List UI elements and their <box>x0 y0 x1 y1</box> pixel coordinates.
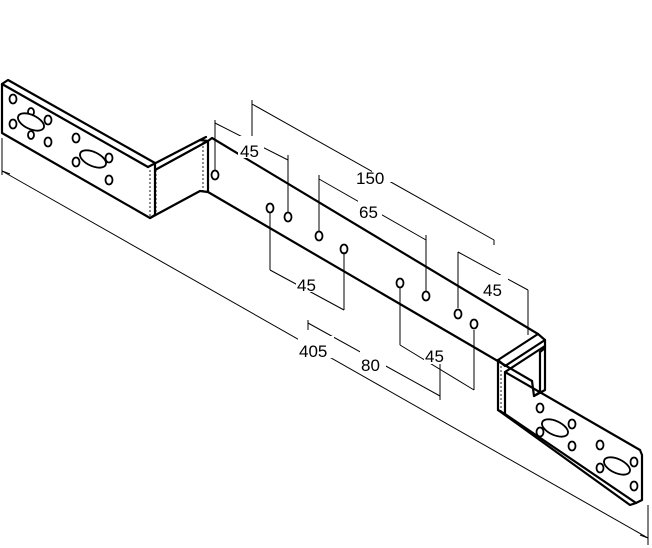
left-step-outline <box>146 138 210 220</box>
dim-45-upper-right-label: 45 <box>483 281 502 300</box>
dim-45-top-left-label: 45 <box>240 142 259 161</box>
left-slot-hole-1 <box>17 112 45 132</box>
right-flange-holes <box>535 402 639 492</box>
left-flange-holes <box>8 93 114 186</box>
dimension-labels: 150 65 45 45 45 45 80 405 <box>238 136 508 375</box>
dim-405-label: 405 <box>299 342 327 361</box>
dim-45-lower-right-label: 45 <box>425 347 444 366</box>
right-flange-outline <box>503 370 644 505</box>
left-flange-outline <box>0 78 157 220</box>
left-slot-hole-2 <box>79 149 107 169</box>
bracket-body <box>0 78 644 507</box>
left-flange-top-edge <box>0 82 150 169</box>
dim-65-label: 65 <box>359 203 378 222</box>
dim-80-label: 80 <box>361 356 380 375</box>
right-slot-hole-1 <box>541 418 569 438</box>
dim-45-middle-label: 45 <box>297 276 316 295</box>
right-slot-hole-2 <box>603 456 631 476</box>
dim-150-label: 150 <box>356 169 384 188</box>
